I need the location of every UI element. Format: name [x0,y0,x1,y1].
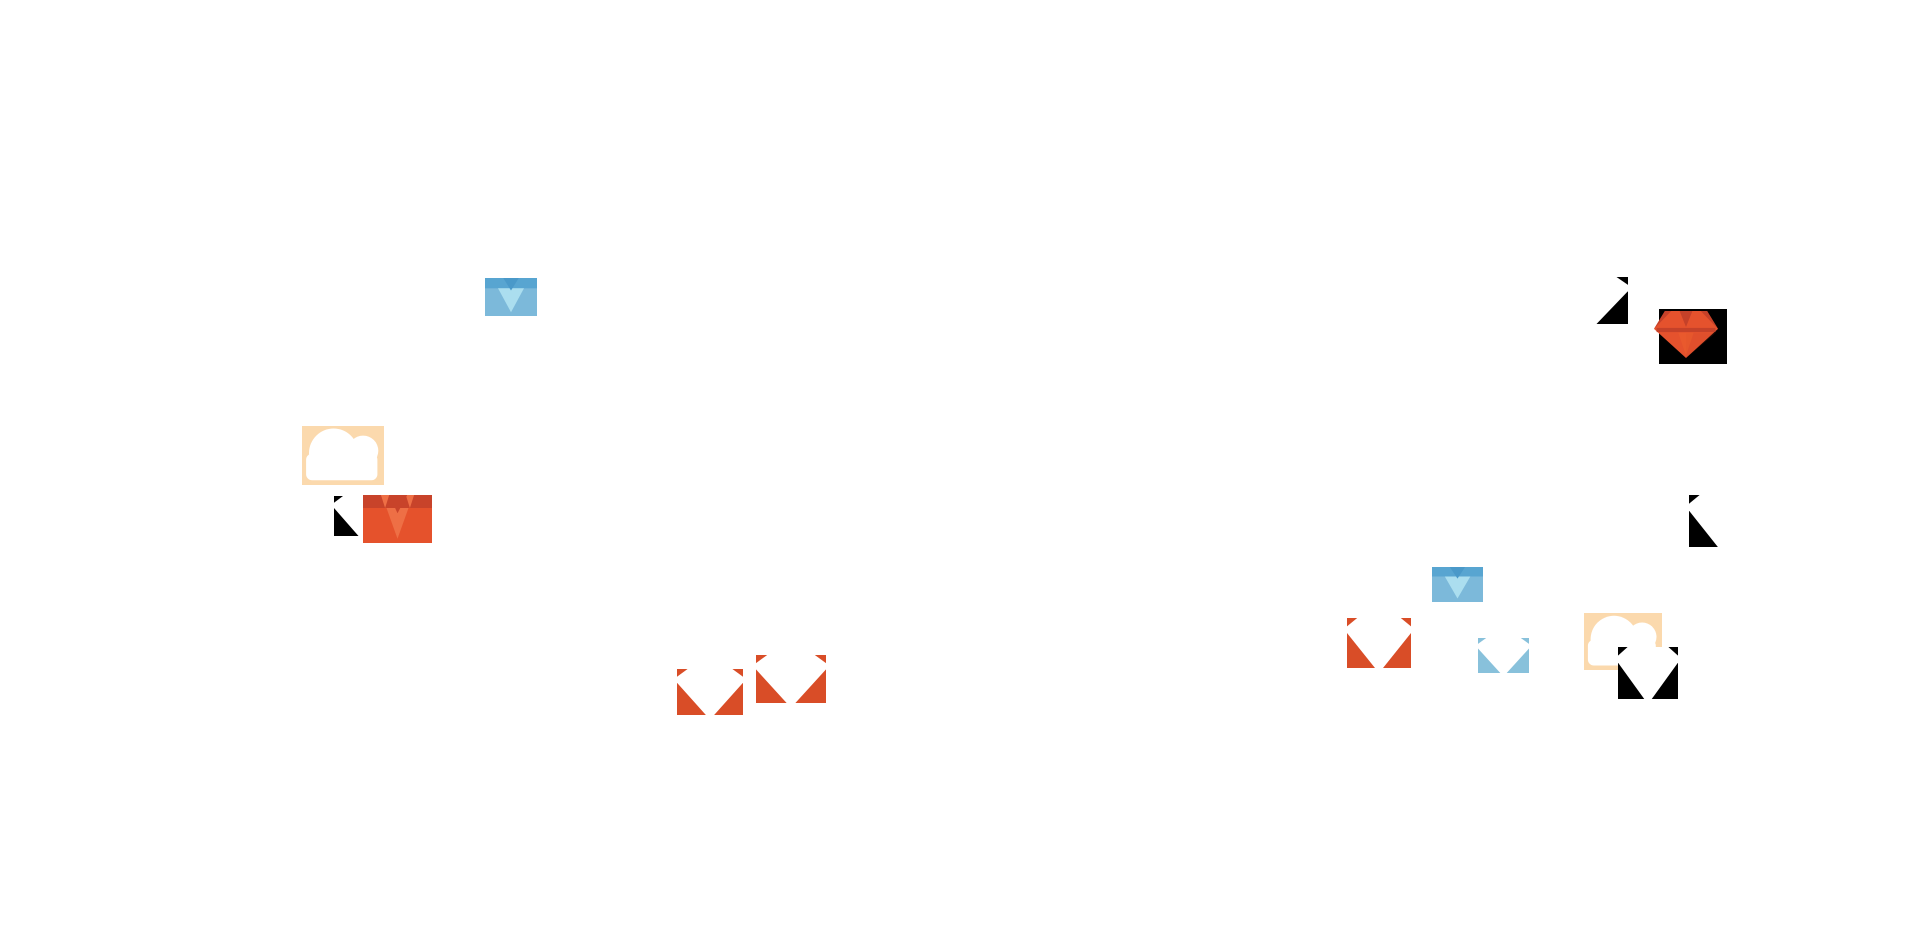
gem-notch-sprite-black-full [1618,647,1678,699]
gem-notch-sprite-blue [1478,638,1529,673]
gem-notch-sprite-black-clipped-1 [1589,277,1628,324]
gem-crown-sprite-red [363,495,432,543]
gem-notch-sprite-red-3 [756,655,826,703]
gem-notch-sprite-red-2 [677,669,743,715]
gem-notch-sprite-black-clipped-2 [334,496,362,536]
gem-notch-sprite-red-1 [1347,618,1411,668]
ruby-gem-on-black-sprite [1654,309,1727,364]
gem-notch-sprite-black-clipped-3 [1689,495,1722,547]
gem-crown-sprite-blue-2 [1432,567,1483,602]
cloud-sprite-1 [302,426,384,485]
gem-crown-sprite-blue-1 [485,278,537,316]
